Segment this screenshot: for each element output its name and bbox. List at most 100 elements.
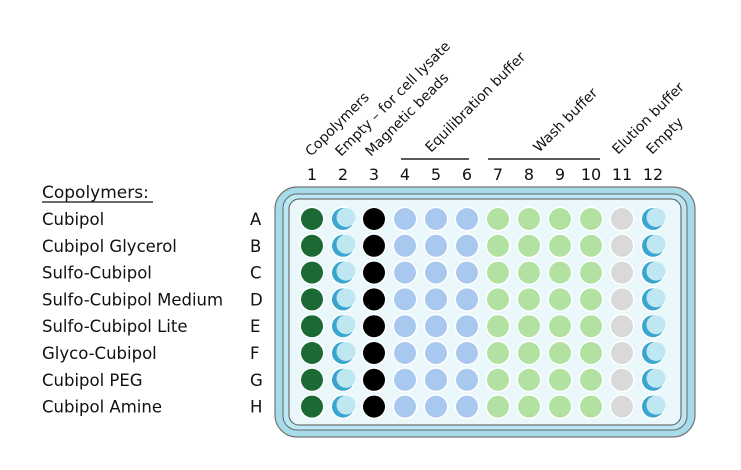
well-fill	[549, 288, 571, 311]
well-F9-wash	[547, 340, 573, 366]
well-B5-equilibration	[423, 233, 449, 259]
well-E9-wash	[547, 313, 573, 339]
well-E4-equilibration	[392, 313, 418, 339]
well-B6-equilibration	[454, 233, 480, 259]
well-fill	[580, 315, 602, 338]
well-F3-beads	[361, 340, 387, 366]
well-A4-equilibration	[392, 206, 418, 232]
well-fill	[580, 234, 602, 257]
well-fill	[518, 395, 540, 418]
label-wash-buffer: Wash buffer	[531, 85, 602, 156]
well-fill	[487, 208, 509, 230]
well-F5-equilibration	[423, 340, 449, 366]
well-fill	[580, 261, 602, 284]
well-G7-wash	[485, 367, 511, 393]
well-G12-empty	[640, 367, 666, 393]
copolymer-name: Glyco-Cubipol	[42, 344, 157, 363]
well-G11-elution	[609, 367, 635, 393]
well-fill	[580, 368, 602, 391]
well-B3-beads	[361, 233, 387, 259]
column-number: 10	[581, 165, 601, 184]
well-fill	[646, 342, 666, 361]
well-B2-empty	[330, 233, 356, 259]
well-fill	[336, 288, 356, 308]
well-G8-wash	[516, 367, 542, 393]
well-fill	[487, 342, 509, 364]
well-fill	[611, 288, 633, 311]
well-F2-empty	[330, 340, 356, 366]
well-D9-wash	[547, 286, 573, 312]
well-E8-wash	[516, 313, 542, 339]
well-fill	[487, 261, 509, 284]
well-fill	[549, 368, 571, 391]
copolymer-name: Sulfo-Cubipol	[42, 264, 152, 283]
well-fill	[425, 261, 447, 284]
well-fill	[301, 395, 323, 418]
well-H3-beads	[361, 394, 387, 420]
label-equilibration-buffer: Equilibration buffer	[423, 49, 530, 156]
well-fill	[456, 208, 478, 230]
well-B11-elution	[609, 233, 635, 259]
well-fill	[301, 234, 323, 257]
well-fill	[646, 234, 666, 254]
column-number: 7	[493, 165, 503, 184]
well-fill	[518, 288, 540, 311]
well-fill	[549, 342, 571, 364]
well-fill	[301, 315, 323, 338]
well-D5-equilibration	[423, 286, 449, 312]
well-A10-wash	[578, 206, 604, 232]
well-fill	[425, 208, 447, 230]
well-F7-wash	[485, 340, 511, 366]
well-C2-empty	[330, 260, 356, 286]
well-C7-wash	[485, 260, 511, 286]
well-H6-equilibration	[454, 394, 480, 420]
column-number: 3	[369, 165, 379, 184]
column-number: 2	[338, 165, 348, 184]
well-fill	[363, 261, 385, 284]
well-fill	[425, 368, 447, 391]
well-fill	[518, 261, 540, 284]
well-H12-empty	[640, 394, 666, 420]
well-fill	[549, 395, 571, 418]
column-number: 12	[643, 165, 663, 184]
column-number: 11	[612, 165, 632, 184]
well-D12-empty	[640, 286, 666, 312]
well-G6-equilibration	[454, 367, 480, 393]
well-D2-empty	[330, 286, 356, 312]
well-H11-elution	[609, 394, 635, 420]
well-C11-elution	[609, 260, 635, 286]
well-H5-equilibration	[423, 394, 449, 420]
well-fill	[456, 368, 478, 391]
well-fill	[394, 234, 416, 257]
well-G1-copolymer	[299, 367, 325, 393]
well-C1-copolymer	[299, 260, 325, 286]
well-fill	[456, 342, 478, 364]
well-fill	[487, 368, 509, 391]
well-H1-copolymer	[299, 394, 325, 420]
well-fill	[425, 234, 447, 257]
well-fill	[363, 234, 385, 257]
well-F8-wash	[516, 340, 542, 366]
well-H7-wash	[485, 394, 511, 420]
well-fill	[363, 208, 385, 230]
well-fill	[363, 288, 385, 311]
well-F11-elution	[609, 340, 635, 366]
well-C5-equilibration	[423, 260, 449, 286]
well-G2-empty	[330, 367, 356, 393]
well-H2-empty	[330, 394, 356, 420]
column-number: 4	[400, 165, 410, 184]
well-D3-beads	[361, 286, 387, 312]
column-number: 9	[555, 165, 565, 184]
well-fill	[425, 315, 447, 338]
well-D11-elution	[609, 286, 635, 312]
well-fill	[394, 368, 416, 391]
well-E5-equilibration	[423, 313, 449, 339]
well-fill	[580, 288, 602, 311]
well-fill	[549, 315, 571, 338]
copolymer-name: Cubipol PEG	[42, 371, 143, 390]
well-fill	[363, 315, 385, 338]
well-fill	[611, 261, 633, 284]
well-fill	[394, 342, 416, 364]
